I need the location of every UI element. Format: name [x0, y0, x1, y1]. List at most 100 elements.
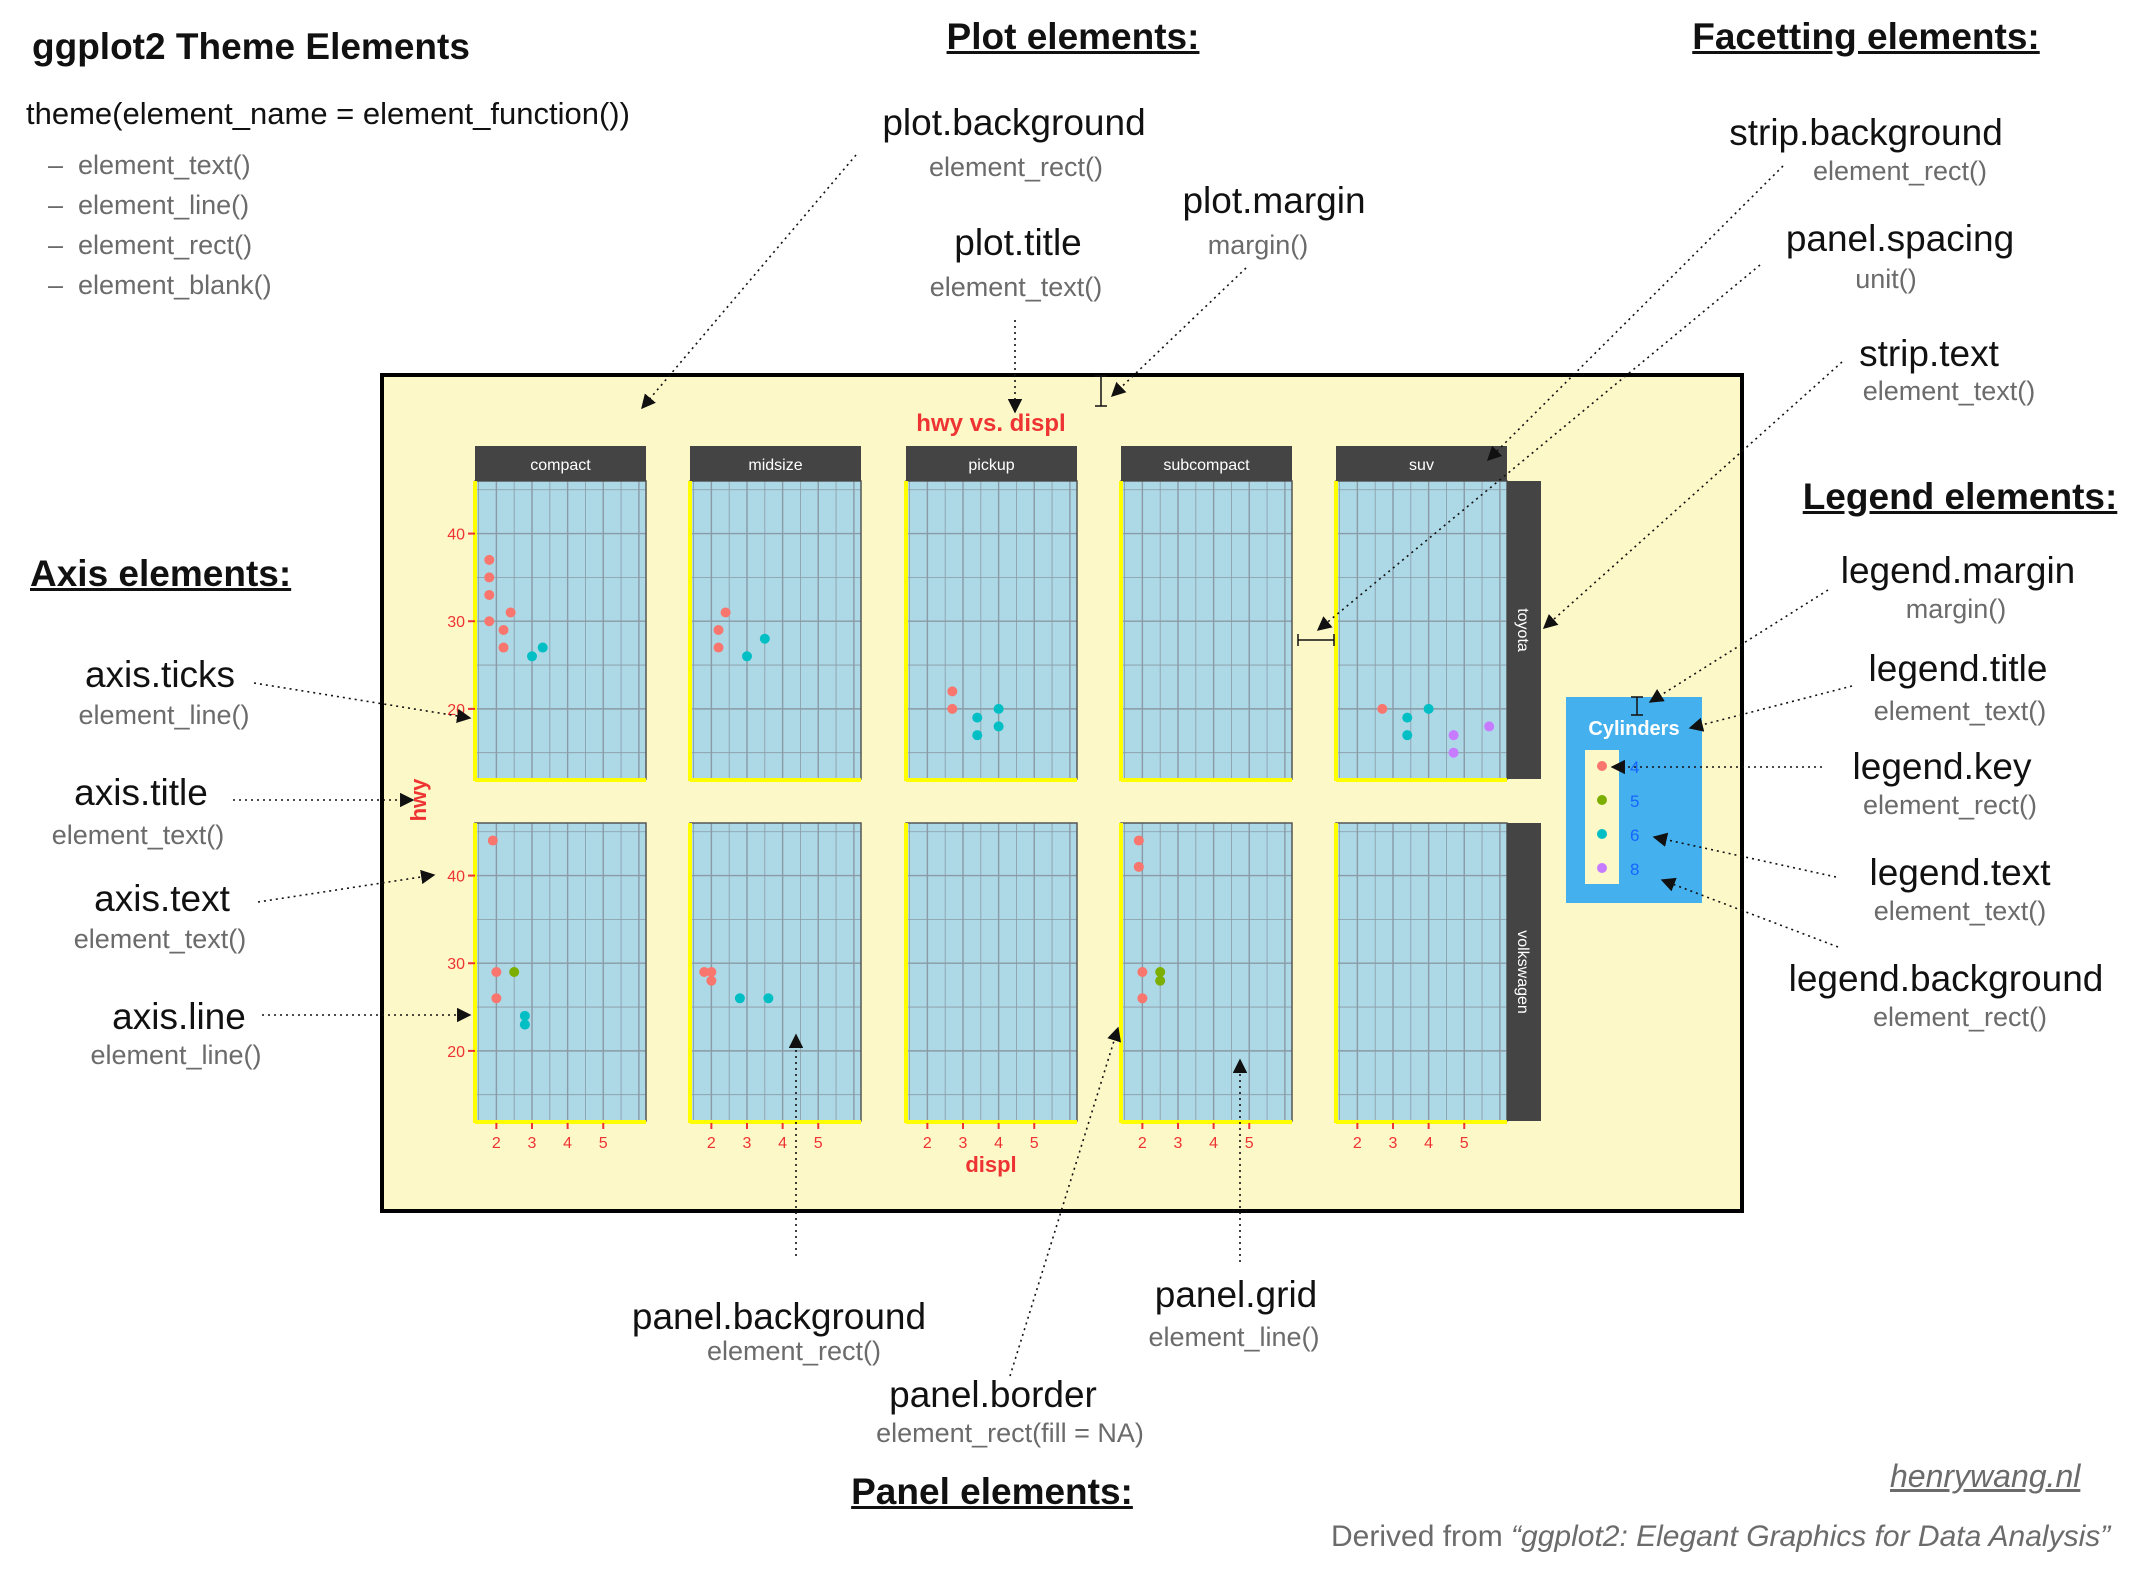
- strip-background: [475, 446, 646, 481]
- legend-title: Cylinders: [1588, 718, 1679, 740]
- label-legend-margin: legend.margin: [1840, 550, 2076, 591]
- data-point: [487, 835, 498, 846]
- data-point: [498, 625, 509, 635]
- fn-legend-background: element_rect(): [1872, 1002, 2048, 1032]
- label-axis-line: axis.line: [112, 996, 246, 1037]
- legend-text: 6: [1630, 826, 1639, 845]
- credit-text: Derived from “ggplot2: Elegant Graphics …: [1331, 1520, 2110, 1554]
- data-point: [1377, 703, 1388, 714]
- axis-text-x: 3: [1389, 1135, 1398, 1152]
- arrow-legend-title: [1688, 685, 1853, 732]
- axis-text-x: 5: [599, 1135, 608, 1152]
- arrow-legend-background: [1660, 877, 1839, 948]
- axis-text-x: 4: [1209, 1135, 1218, 1152]
- legend-key-point: [1597, 863, 1607, 873]
- label-panel-background: panel.background: [631, 1296, 927, 1337]
- function-bullet-4: – element_blank(): [48, 270, 272, 300]
- data-point: [720, 607, 731, 618]
- data-point: [484, 616, 495, 627]
- strip-background: [690, 446, 861, 481]
- axis-text-y: 40: [447, 869, 465, 886]
- data-point: [484, 589, 495, 600]
- axis-text-x: 2: [1353, 1135, 1362, 1152]
- fn-plot-background: element_rect(): [928, 152, 1104, 182]
- arrow-plot-background: [641, 154, 857, 410]
- label-axis-ticks: axis.ticks: [84, 654, 236, 695]
- legend-text: 5: [1630, 792, 1639, 811]
- strip-text: volkswagen: [1514, 930, 1531, 1014]
- section-axis-elements: Axis elements:: [30, 553, 292, 594]
- strip-text: midsize: [748, 457, 802, 474]
- label-axis-title: axis.title: [74, 772, 208, 813]
- axis-text-x: 2: [492, 1135, 501, 1152]
- arrow-axis-ticks: [253, 682, 472, 724]
- arrow-plot-margin: [1110, 267, 1247, 397]
- label-legend-text: legend.text: [1869, 852, 2051, 893]
- axis-text-x: 5: [1030, 1135, 1039, 1152]
- axis-title-x: displ: [965, 1152, 1016, 1177]
- fn-axis-title: element_text(): [51, 820, 225, 850]
- credit-prefix: Derived from: [1331, 1520, 1512, 1553]
- legend-key-point: [1597, 795, 1607, 805]
- axis-text-y: 40: [447, 527, 465, 544]
- data-point: [734, 993, 745, 1004]
- data-point: [742, 651, 752, 662]
- plot-title: hwy vs. displ: [916, 410, 1065, 437]
- panel-background: [690, 823, 861, 1121]
- function-name: element_rect(): [78, 230, 253, 260]
- data-point: [706, 967, 717, 977]
- axis-text-x: 2: [707, 1135, 716, 1152]
- label-strip-text: strip.text: [1859, 333, 1999, 374]
- label-panel-border: panel.border: [889, 1374, 1097, 1415]
- data-point: [498, 642, 509, 653]
- legend-text: 8: [1630, 860, 1639, 879]
- strip-text: subcompact: [1163, 457, 1250, 474]
- function-bullet-2: – element_line(): [48, 190, 250, 220]
- data-point: [1402, 730, 1413, 741]
- panel-background: [906, 823, 1077, 1121]
- function-name: element_text(): [78, 150, 251, 180]
- data-point: [509, 967, 520, 977]
- arrow-strip-text: [1542, 361, 1843, 629]
- panel-background: [1121, 481, 1292, 779]
- axis-text-x: 3: [743, 1135, 752, 1152]
- data-point: [699, 967, 710, 977]
- data-point: [484, 554, 495, 565]
- panel-background: [1336, 823, 1507, 1121]
- fn-panel-spacing: unit(): [1855, 264, 1917, 294]
- fn-legend-title: element_text(): [1873, 696, 2047, 726]
- data-point: [491, 967, 502, 977]
- fn-plot-title: element_text(): [929, 272, 1103, 302]
- fn-panel-grid: element_line(): [1148, 1322, 1320, 1352]
- data-point: [1155, 967, 1166, 977]
- strip-background: [1336, 446, 1507, 481]
- function-bullet-1: – element_text(): [48, 150, 251, 180]
- axis-title-y: hwy: [406, 778, 431, 822]
- data-point: [1402, 712, 1413, 723]
- fn-legend-key: element_rect(): [1862, 790, 2038, 820]
- axis-text-x: 4: [1424, 1135, 1433, 1152]
- label-plot-title: plot.title: [954, 222, 1082, 263]
- label-legend-background: legend.background: [1788, 958, 2104, 999]
- data-point: [1448, 730, 1459, 741]
- data-point: [1448, 747, 1459, 758]
- axis-text-x: 4: [778, 1135, 787, 1152]
- panel-background: [1336, 481, 1507, 779]
- axis-text-x: 4: [563, 1135, 572, 1152]
- data-point: [505, 607, 516, 618]
- section-legend-elements: Legend elements:: [1802, 476, 2118, 517]
- function-bullet-3: – element_rect(): [48, 230, 253, 260]
- fn-legend-margin: margin(): [1905, 594, 2007, 624]
- credit-link[interactable]: henrywang.nl: [1890, 1458, 2081, 1494]
- section-plot-elements: Plot elements:: [946, 16, 1200, 57]
- strip-background: [1507, 481, 1541, 779]
- strip-text: compact: [530, 457, 591, 474]
- axis-text-x: 3: [1174, 1135, 1183, 1152]
- fn-axis-text: element_text(): [73, 924, 247, 954]
- fn-panel-border: element_rect(fill = NA): [876, 1418, 1144, 1448]
- label-plot-background: plot.background: [882, 102, 1146, 143]
- credit-source: “ggplot2: Elegant Graphics for Data Anal…: [1511, 1520, 2111, 1553]
- section-facetting-elements: Facetting elements:: [1692, 16, 2040, 57]
- data-point: [1133, 835, 1144, 846]
